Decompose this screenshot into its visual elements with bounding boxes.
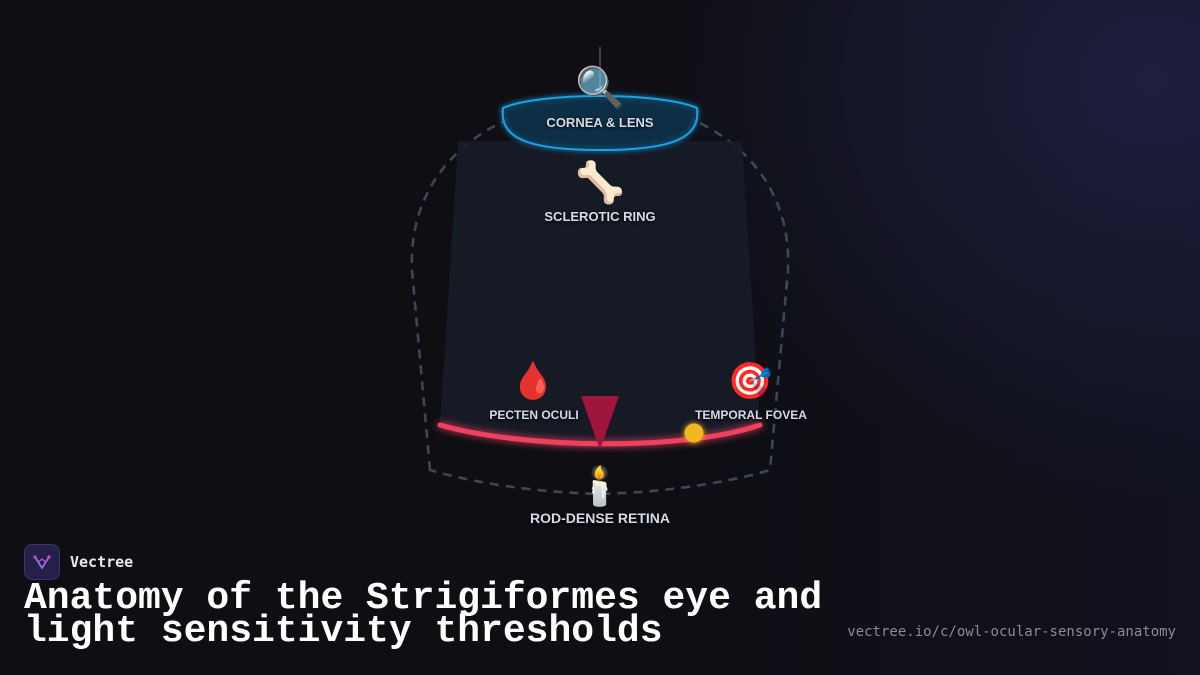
brand: Vectree	[24, 544, 133, 580]
temporal-fovea-label: TEMPORAL FOVEA	[695, 408, 807, 422]
sclerotic-ring-label: SCLEROTIC RING	[544, 209, 656, 224]
vitreous-chamber	[440, 141, 760, 448]
candle-icon: 🕯️	[576, 464, 624, 508]
magnifying-glass-icon: 🔍	[575, 65, 625, 111]
source-url[interactable]: vectree.io/c/owl-ocular-sensory-anatomy	[847, 624, 1176, 640]
pecten-oculi-label: PECTEN OCULI	[489, 408, 579, 422]
brand-name: Vectree	[70, 553, 134, 571]
page-title: Anatomy of the Strigiformes eye and ligh…	[24, 577, 823, 653]
vectree-logo-icon	[24, 544, 60, 580]
retina-label: ROD-DENSE RETINA	[529, 510, 671, 526]
blood-drop-icon: 🩸	[510, 361, 556, 402]
cornea-lens-shape	[501, 95, 699, 152]
bone-icon: 🦴	[575, 160, 625, 206]
target-icon: 🎯	[727, 361, 773, 402]
pecten-triangle	[581, 396, 619, 450]
eye-outline	[410, 93, 790, 496]
cornea-lens-label: CORNEA & LENS	[546, 115, 654, 130]
fovea-dot	[684, 423, 704, 443]
